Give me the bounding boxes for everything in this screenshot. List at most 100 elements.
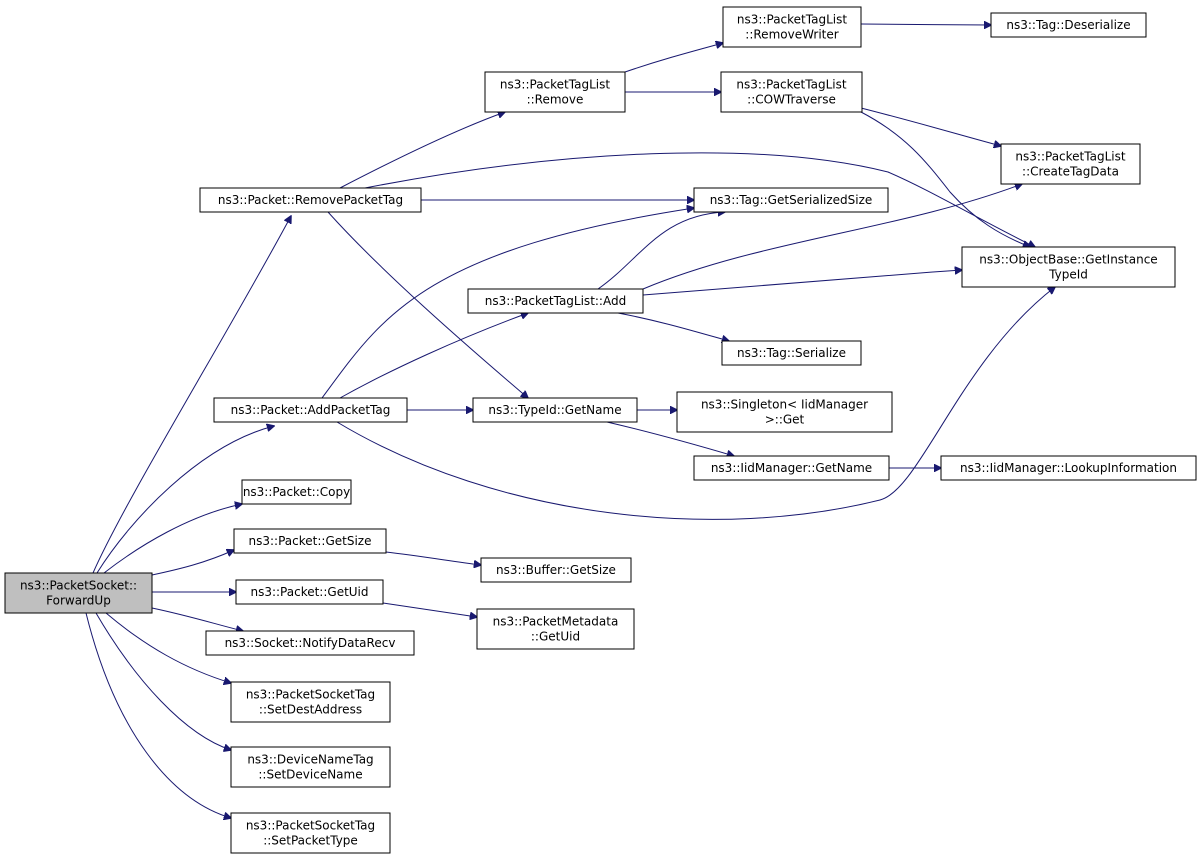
node-box [476, 608, 635, 650]
edge-forward-up-to-set-device-name [95, 612, 231, 750]
node-set-packet-type[interactable]: ns3::PacketSocketTag::SetPacketType [230, 812, 391, 854]
edge-forward-up-to-remove-packet-tag [92, 216, 291, 574]
arrow-connector [339, 313, 528, 399]
node-cow-traverse[interactable]: ns3::PacketTagList::COWTraverse [720, 71, 863, 113]
node-add-packet-tag[interactable]: ns3::Packet::AddPacketTag [213, 397, 408, 423]
node-label-line: ::SetDeviceName [258, 768, 362, 782]
arrow-connector [382, 602, 477, 617]
arrow-connector [385, 551, 481, 565]
node-box [676, 391, 893, 433]
edge-tag-list-remove-to-remove-writer [624, 43, 723, 73]
arrow-connector [92, 216, 291, 574]
node-box [693, 187, 889, 213]
node-set-device-name[interactable]: ns3::DeviceNameTag::SetDeviceName [230, 746, 391, 788]
node-label-line: ::GetUid [531, 630, 580, 644]
edge-add-packet-tag-to-get-instance-typeid [336, 287, 1055, 520]
node-typeid-get-name[interactable]: ns3::TypeId::GetName [472, 397, 638, 423]
node-label-line: ::RemoveWriter [745, 28, 838, 42]
node-label-line: ::COWTraverse [747, 93, 836, 107]
edge-forward-up-to-set-packet-type [85, 612, 231, 818]
node-box [484, 71, 626, 113]
edge-tag-list-add-to-get-instance-typeid [642, 270, 962, 296]
node-tag-deserialize[interactable]: ns3::Tag::Deserialize [990, 12, 1147, 38]
node-label-line: ns3::DeviceNameTag [247, 753, 373, 767]
edge-cow-traverse-to-create-tag-data [860, 107, 1001, 146]
node-iid-manager-get-name[interactable]: ns3::IidManager::GetName [693, 455, 890, 481]
node-remove-writer[interactable]: ns3::PacketTagList::RemoveWriter [722, 6, 862, 48]
node-box [720, 71, 863, 113]
arrow-connector [642, 270, 962, 296]
node-lookup-information[interactable]: ns3::IidManager::LookupInformation [940, 455, 1197, 481]
edge-remove-packet-tag-to-tag-list-remove [339, 112, 505, 189]
arrow-connector [860, 107, 1001, 146]
node-box [467, 288, 644, 314]
node-tag-list-add[interactable]: ns3::PacketTagList::Add [467, 288, 644, 314]
edge-add-packet-tag-to-tag-list-add [339, 313, 528, 399]
node-box [230, 746, 391, 788]
node-label-line: ::Remove [527, 93, 584, 107]
edge-remove-packet-tag-to-typeid-get-name [327, 211, 528, 398]
edge-tag-list-add-to-tag-serialize [617, 312, 729, 341]
edge-forward-up-to-packet-get-size [151, 550, 234, 576]
arrow-connector [96, 426, 274, 574]
node-box [940, 455, 1197, 481]
arrow-connector [642, 184, 1022, 290]
edge-forward-up-to-packet-copy [103, 504, 242, 574]
arrow-connector [103, 504, 242, 574]
node-label-line: ns3::Packet::AddPacketTag [231, 403, 391, 417]
node-label-line: ns3::Tag::Deserialize [1006, 18, 1130, 32]
edge-forward-up-to-add-packet-tag [96, 426, 274, 574]
edge-remove-packet-tag-to-get-instance-typeid [364, 152, 1035, 247]
node-label-line: ::CreateTagData [1022, 165, 1119, 179]
node-metadata-get-uid[interactable]: ns3::PacketMetadata::GetUid [476, 608, 635, 650]
node-label-line: ns3::Buffer::GetSize [496, 563, 616, 577]
edges-layer [85, 24, 1055, 818]
node-remove-packet-tag[interactable]: ns3::Packet::RemovePacketTag [199, 187, 422, 213]
node-packet-get-size[interactable]: ns3::Packet::GetSize [233, 528, 387, 554]
arrow-connector [336, 287, 1055, 520]
node-label-line: ns3::Socket::NotifyDataRecv [225, 636, 396, 650]
node-tag-list-remove[interactable]: ns3::PacketTagList::Remove [484, 71, 626, 113]
node-label-line: ns3::IidManager::LookupInformation [960, 461, 1177, 475]
node-box [205, 630, 415, 656]
node-box [4, 572, 153, 614]
node-label-line: ns3::PacketTagList::Add [485, 294, 626, 308]
edge-forward-up-to-notify-data-recv [151, 607, 243, 631]
node-label-line: ns3::Singleton< IidManager [701, 398, 868, 412]
node-box [721, 340, 862, 366]
node-label-line: ns3::TypeId::GetName [488, 403, 621, 417]
node-notify-data-recv[interactable]: ns3::Socket::NotifyDataRecv [205, 630, 415, 656]
edge-tag-list-add-to-create-tag-data [642, 184, 1022, 290]
node-label-line: ns3::PacketMetadata [493, 615, 619, 629]
node-label-line: ns3::PacketSocket:: [20, 579, 137, 593]
node-forward-up[interactable]: ns3::PacketSocket::ForwardUp [4, 572, 153, 614]
edge-remove-writer-to-tag-deserialize [860, 24, 991, 25]
node-box [230, 812, 391, 854]
edge-forward-up-to-set-dest-address [105, 612, 231, 683]
node-box [722, 6, 862, 48]
node-box [990, 12, 1147, 38]
arrow-connector [597, 212, 725, 290]
node-packet-get-uid[interactable]: ns3::Packet::GetUid [235, 579, 384, 605]
node-label-line: ns3::ObjectBase::GetInstance [979, 253, 1157, 267]
node-label-line: ns3::IidManager::GetName [711, 461, 872, 475]
node-label-line: ns3::PacketTagList [1015, 150, 1125, 164]
node-tag-serialize[interactable]: ns3::Tag::Serialize [721, 340, 862, 366]
node-buffer-get-size[interactable]: ns3::Buffer::GetSize [480, 557, 632, 583]
node-singleton-get[interactable]: ns3::Singleton< IidManager>::Get [676, 391, 893, 433]
edge-packet-get-uid-to-metadata-get-uid [382, 602, 477, 617]
arrow-connector [85, 612, 231, 818]
node-tag-get-serialized-size[interactable]: ns3::Tag::GetSerializedSize [693, 187, 889, 213]
edge-add-packet-tag-to-tag-get-serialized-size [321, 208, 694, 399]
edge-typeid-get-name-to-iid-manager-get-name [606, 421, 734, 456]
node-packet-copy[interactable]: ns3::Packet::Copy [241, 479, 352, 505]
node-label-line: ForwardUp [46, 594, 111, 608]
node-box [1000, 143, 1141, 185]
node-label-line: ::SetPacketType [263, 834, 358, 848]
node-label-line: ns3::Packet::Copy [243, 485, 350, 499]
node-create-tag-data[interactable]: ns3::PacketTagList::CreateTagData [1000, 143, 1141, 185]
node-set-dest-address[interactable]: ns3::PacketSocketTag::SetDestAddress [230, 681, 391, 723]
edge-cow-traverse-to-get-instance-typeid [860, 111, 1030, 247]
